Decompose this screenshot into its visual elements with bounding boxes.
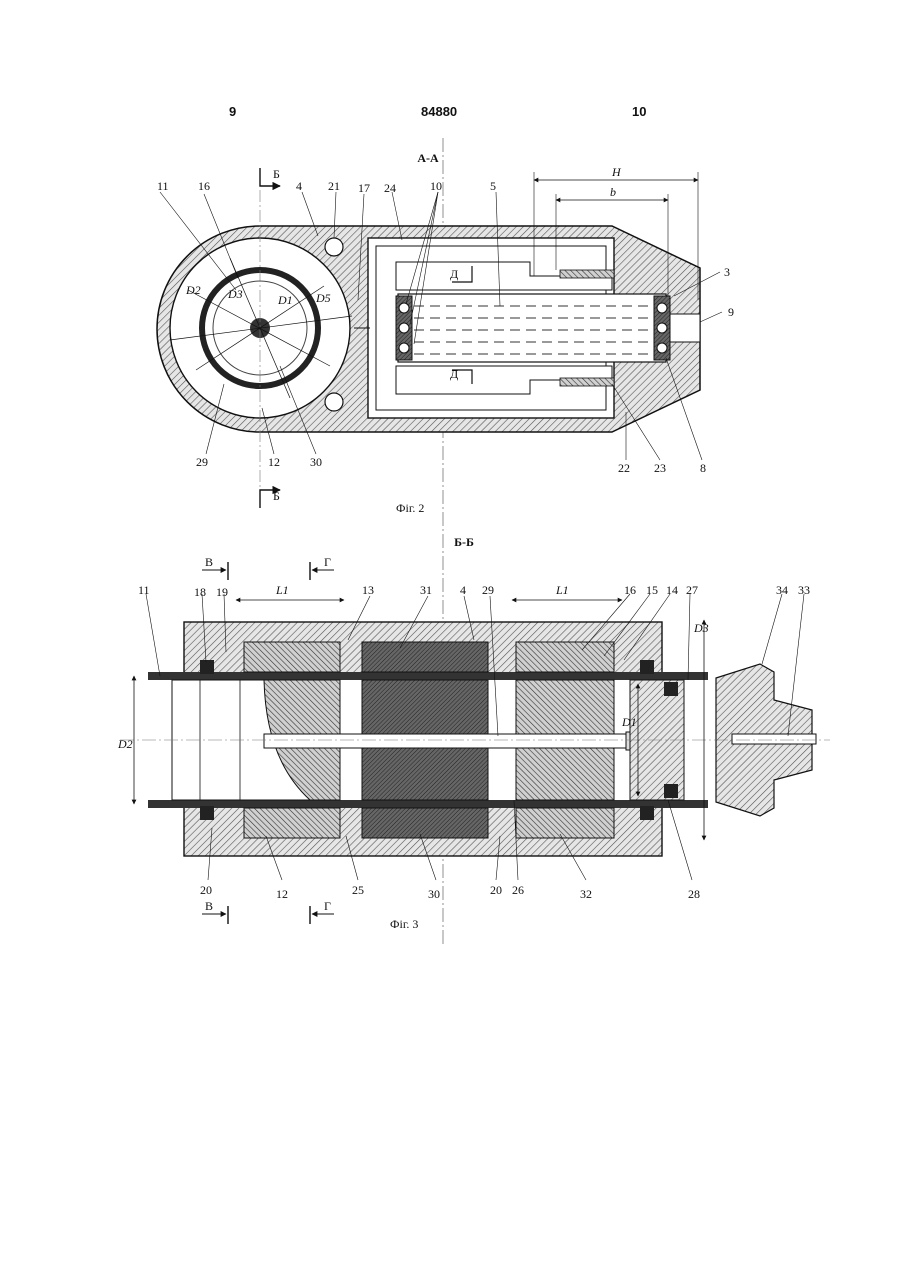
tube-wall-top bbox=[148, 672, 708, 680]
cut-label-v-bottom: В bbox=[205, 899, 213, 913]
seal-right-bottom bbox=[640, 806, 654, 820]
dim-D1: D1 bbox=[621, 715, 637, 729]
ball-4 bbox=[657, 303, 667, 313]
label-4: 4 bbox=[296, 179, 302, 193]
label3-20-left: 20 bbox=[200, 883, 212, 897]
label-30: 30 bbox=[310, 455, 322, 469]
bolt-hole-lower bbox=[325, 393, 343, 411]
ball-1 bbox=[399, 303, 409, 313]
label-16: 16 bbox=[198, 179, 210, 193]
seal-right-top bbox=[640, 660, 654, 674]
label3-25: 25 bbox=[352, 883, 364, 897]
dim-H: H bbox=[611, 165, 622, 179]
label3-11: 11 bbox=[138, 583, 150, 597]
bolt-hole-21 bbox=[325, 238, 343, 256]
label-21: 21 bbox=[328, 179, 340, 193]
cut-label-d-bottom: Д bbox=[450, 367, 458, 381]
label-17: 17 bbox=[358, 181, 370, 195]
dim-D3: D3 bbox=[693, 621, 709, 635]
leader3-11 bbox=[146, 594, 160, 676]
dim-D3: D3 bbox=[227, 287, 243, 301]
channel-33 bbox=[732, 734, 816, 744]
label-29: 29 bbox=[196, 455, 208, 469]
label3-12: 12 bbox=[276, 887, 288, 901]
insert-23-lower bbox=[560, 378, 614, 386]
fig2-caption: Фіг. 2 bbox=[396, 501, 424, 515]
shaft-29 bbox=[264, 734, 640, 748]
label3-31: 31 bbox=[420, 583, 432, 597]
label3-34: 34 bbox=[776, 583, 788, 597]
label3-20-right: 20 bbox=[490, 883, 502, 897]
tube-wall-bottom bbox=[148, 800, 708, 808]
label3-30: 30 bbox=[428, 887, 440, 901]
ball-3 bbox=[399, 343, 409, 353]
leader-9 bbox=[700, 312, 722, 322]
label-10: 10 bbox=[430, 179, 442, 193]
label3-32: 32 bbox=[580, 887, 592, 901]
seal-top bbox=[664, 682, 678, 696]
label3-13: 13 bbox=[362, 583, 374, 597]
label-9: 9 bbox=[728, 305, 734, 319]
fig2-section-title: А-А bbox=[417, 151, 439, 165]
figure-3: Б-Б bbox=[117, 535, 830, 931]
cut-label-d-top: Д bbox=[450, 267, 458, 281]
label-24: 24 bbox=[384, 181, 396, 195]
seal-18-top bbox=[200, 660, 214, 674]
cut-label-v-top: В bbox=[205, 555, 213, 569]
label3-15: 15 bbox=[646, 583, 658, 597]
dim-D5: D5 bbox=[315, 291, 331, 305]
label3-28: 28 bbox=[688, 887, 700, 901]
leader3-28 bbox=[668, 800, 692, 880]
cut-label-bottom: Б bbox=[273, 489, 280, 503]
dim-D2: D2 bbox=[117, 737, 133, 751]
dim-D1: D1 bbox=[277, 293, 293, 307]
leader3-27 bbox=[688, 594, 690, 680]
fig3-caption: Фіг. 3 bbox=[390, 917, 418, 931]
cut-label-top: Б bbox=[273, 167, 280, 181]
label3-4: 4 bbox=[460, 583, 466, 597]
label-12: 12 bbox=[268, 455, 280, 469]
label3-18: 18 bbox=[194, 585, 206, 599]
dim-b: b bbox=[610, 185, 616, 199]
label-22: 22 bbox=[618, 461, 630, 475]
label3-19: 19 bbox=[216, 585, 228, 599]
leader3-34 bbox=[762, 594, 782, 664]
core-5 bbox=[398, 294, 666, 362]
label3-16: 16 bbox=[624, 583, 636, 597]
fig3-section-title: Б-Б bbox=[454, 535, 474, 549]
label-3: 3 bbox=[724, 265, 730, 279]
figure-2: А-А bbox=[157, 151, 734, 515]
label3-29: 29 bbox=[482, 583, 494, 597]
label-8: 8 bbox=[700, 461, 706, 475]
label-5: 5 bbox=[490, 179, 496, 193]
insert-23-upper bbox=[560, 270, 614, 278]
cut-label-g-bottom: Г bbox=[324, 899, 331, 913]
seal-bottom bbox=[664, 784, 678, 798]
ball-5 bbox=[657, 323, 667, 333]
cut-label-g-top: Г bbox=[324, 555, 331, 569]
dim-L1-right: L1 bbox=[555, 583, 569, 597]
label3-33: 33 bbox=[798, 583, 810, 597]
label-11: 11 bbox=[157, 179, 169, 193]
seal-18-bottom bbox=[200, 806, 214, 820]
end-plug-9 bbox=[670, 314, 700, 342]
dim-D2: D2 bbox=[185, 283, 201, 297]
ball-6 bbox=[657, 343, 667, 353]
dim-L1-left: L1 bbox=[275, 583, 289, 597]
label3-14: 14 bbox=[666, 583, 678, 597]
ball-2 bbox=[399, 323, 409, 333]
label-23: 23 bbox=[654, 461, 666, 475]
label3-27: 27 bbox=[686, 583, 698, 597]
label3-26: 26 bbox=[512, 883, 524, 897]
